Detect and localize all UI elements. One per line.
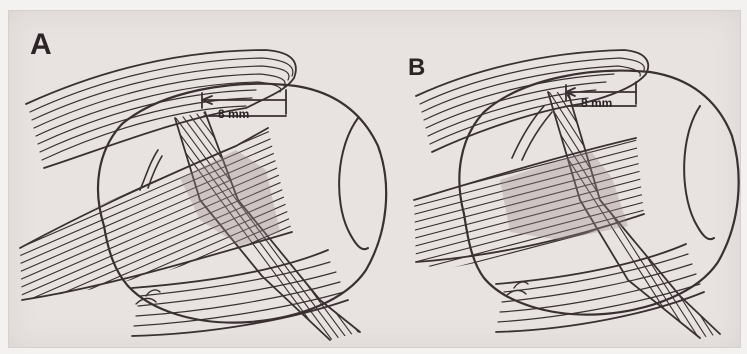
measurement-label-b: 8 mm: [581, 97, 612, 109]
panel-b-drawing: [400, 50, 739, 340]
panel-a-drawing: [10, 50, 386, 354]
cornea-outline: [684, 106, 714, 239]
superior-muscle: [416, 50, 648, 152]
superior-muscle: [26, 50, 296, 168]
panel-label-b: B: [408, 56, 425, 80]
panel-label-a: A: [30, 30, 52, 60]
tendon-insertion-b: [506, 282, 528, 296]
measurement-label-a: 8 mm: [218, 108, 249, 120]
cornea-outline: [339, 118, 368, 249]
